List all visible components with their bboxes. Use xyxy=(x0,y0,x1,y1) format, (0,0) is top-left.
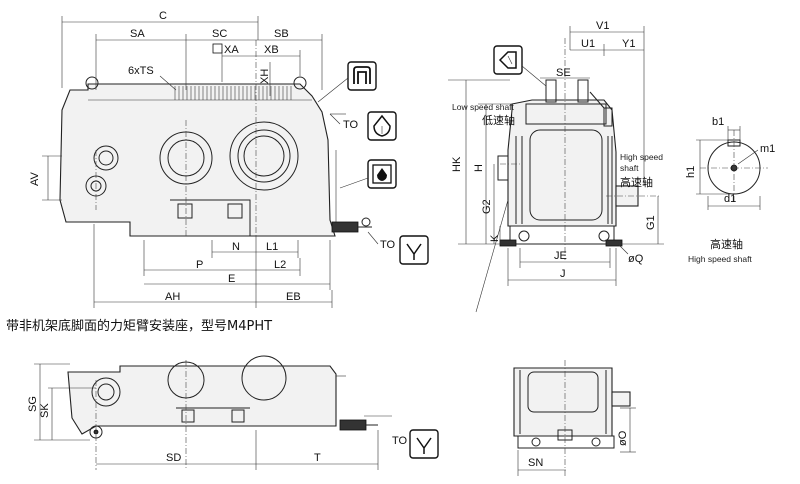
dim-se: SE xyxy=(556,67,571,79)
dim-je: JE xyxy=(554,250,567,262)
high-speed-shaft-en-2: shaft xyxy=(620,163,639,173)
dim-p: P xyxy=(196,259,203,271)
dim-sk: SK xyxy=(39,403,51,418)
dim-sn: SN xyxy=(528,457,543,469)
front-cooling-ribs xyxy=(174,86,292,100)
dim-h: H xyxy=(473,164,485,172)
shaft-detail: b1 m1 h1 d1 高速轴 High speed shaft xyxy=(685,116,775,264)
dim-y1: Y1 xyxy=(622,38,635,50)
front-dimensions xyxy=(42,16,333,308)
lifting-eye-right xyxy=(293,76,307,90)
vent-symbol xyxy=(317,61,377,103)
oil-level-symbol xyxy=(339,159,397,189)
figure-caption: 带非机架底脚面的力矩臂安装座，型号M4PHT xyxy=(6,318,272,334)
dim-xh: XH xyxy=(259,69,271,84)
dim-ts: 6xTS xyxy=(128,65,154,77)
dim-m1: m1 xyxy=(760,143,775,155)
dim-sc: SC xyxy=(212,28,227,40)
low-speed-shaft-cn: 低速轴 xyxy=(482,113,515,127)
dim-eb: EB xyxy=(286,291,301,303)
dim-j: J xyxy=(560,268,566,280)
dim-sa: SA xyxy=(130,28,145,40)
side-housing xyxy=(507,99,617,227)
dim-k: K xyxy=(489,234,501,242)
high-speed-shaft-cn: 高速轴 xyxy=(620,175,653,189)
dim-xb: XB xyxy=(264,44,279,56)
dim-e: E xyxy=(228,273,235,285)
high-speed-shaft-en-1: High speed xyxy=(620,152,663,162)
front-bearing-output xyxy=(229,121,299,191)
dim-t: T xyxy=(314,452,321,464)
shaft-detail-cn: 高速轴 xyxy=(710,237,743,251)
dim-l2: L2 xyxy=(274,259,286,271)
bottom-oil-drain-symbol xyxy=(409,429,439,459)
dim-g2: G2 xyxy=(481,199,493,214)
dim-sg: SG xyxy=(27,396,39,412)
front-labels: C SA SC SB XA XB 6xTS XH AV N L1 P L2 E … xyxy=(29,10,301,303)
dim-g1: G1 xyxy=(645,215,657,230)
dim-v1: V1 xyxy=(596,20,609,32)
low-speed-shaft-en: Low speed shaft xyxy=(452,102,515,112)
bottom-front-view: SG SK SD T TO xyxy=(27,355,439,470)
front-bearing-small xyxy=(93,145,119,171)
dim-av: AV xyxy=(29,171,41,186)
square-symbol xyxy=(212,43,223,54)
dim-sb: SB xyxy=(274,28,289,40)
shaft-detail-en: High speed shaft xyxy=(688,254,752,264)
dim-sd: SD xyxy=(166,452,181,464)
front-view: C SA SC SB XA XB 6xTS XH AV N L1 P L2 E … xyxy=(29,10,429,308)
torque-arm-pin xyxy=(331,221,359,233)
oil-drain-symbol: TO xyxy=(367,231,429,265)
side-dimensions xyxy=(448,26,664,313)
dim-n: N xyxy=(232,241,240,253)
label-to-1: TO xyxy=(343,119,359,131)
label-to-2: TO xyxy=(380,239,396,251)
side-labels: V1 U1 Y1 SE Low speed shaft 低速轴 HK H G2 … xyxy=(451,20,663,280)
dim-hk: HK xyxy=(451,156,463,172)
dim-d1: d1 xyxy=(724,193,736,205)
label-to-3: TO xyxy=(392,435,408,447)
dim-u1: U1 xyxy=(581,38,595,50)
dim-h1: h1 xyxy=(685,166,697,178)
side-vent-symbol xyxy=(493,45,547,87)
side-high-speed-shaft xyxy=(615,185,639,207)
side-view: V1 U1 Y1 SE Low speed shaft 低速轴 HK H G2 … xyxy=(448,20,664,313)
bottom-side-view: SN øO xyxy=(513,360,636,476)
front-housing xyxy=(59,83,336,237)
dim-ah: AH xyxy=(165,291,180,303)
lifting-eye-left xyxy=(85,76,99,90)
dim-xa: XA xyxy=(224,44,239,56)
oil-fill-symbol: TO xyxy=(329,111,397,141)
dim-b1: b1 xyxy=(712,116,724,128)
dim-l1: L1 xyxy=(266,241,278,253)
dim-o: øO xyxy=(617,430,629,446)
dim-c: C xyxy=(159,10,167,22)
dim-q: øQ xyxy=(628,253,644,265)
